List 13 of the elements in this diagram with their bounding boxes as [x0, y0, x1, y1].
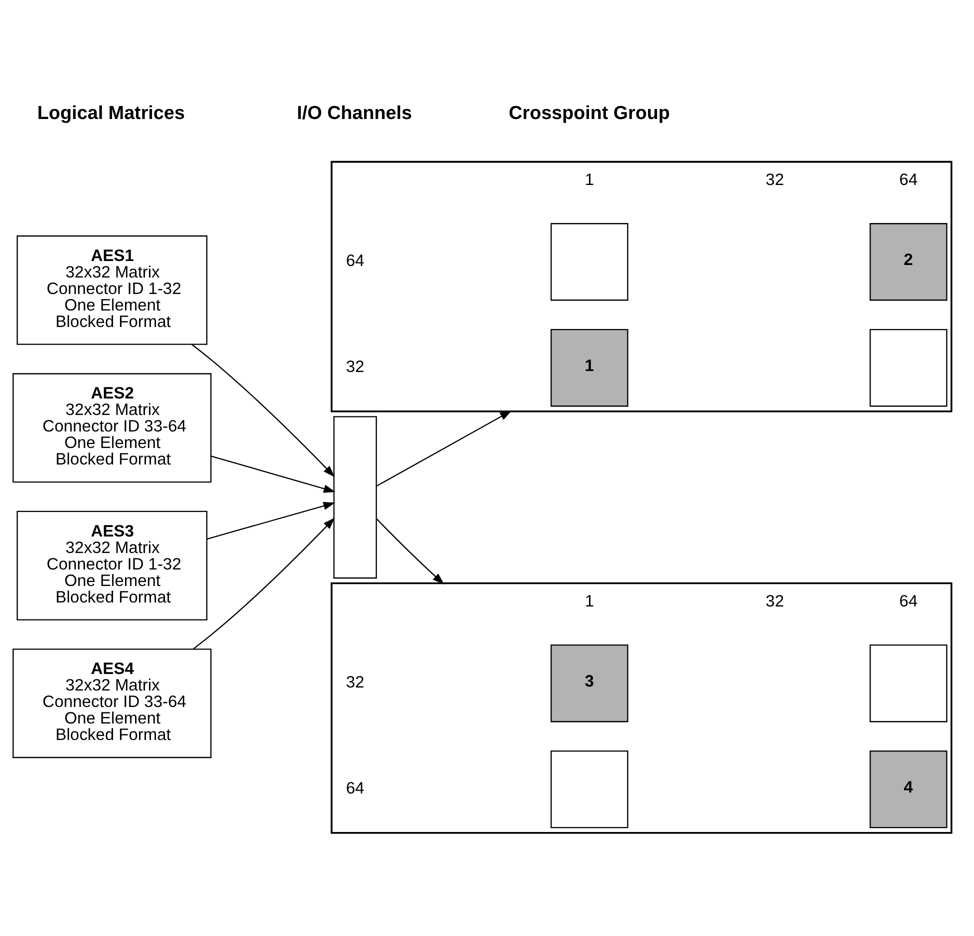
label: 32: [346, 673, 364, 692]
label: 64: [346, 252, 364, 270]
label: 1: [584, 170, 594, 189]
label: I/O Channels: [296, 102, 412, 123]
label: Logical Matrices: [37, 102, 185, 123]
label: Crosspoint Group: [508, 102, 670, 123]
label: 32: [766, 170, 784, 189]
label: 64: [899, 170, 918, 189]
label: 32: [346, 358, 364, 376]
label: 64: [346, 779, 364, 798]
label: 1: [584, 592, 594, 610]
label: 32: [766, 592, 784, 610]
label: 64: [899, 592, 918, 610]
